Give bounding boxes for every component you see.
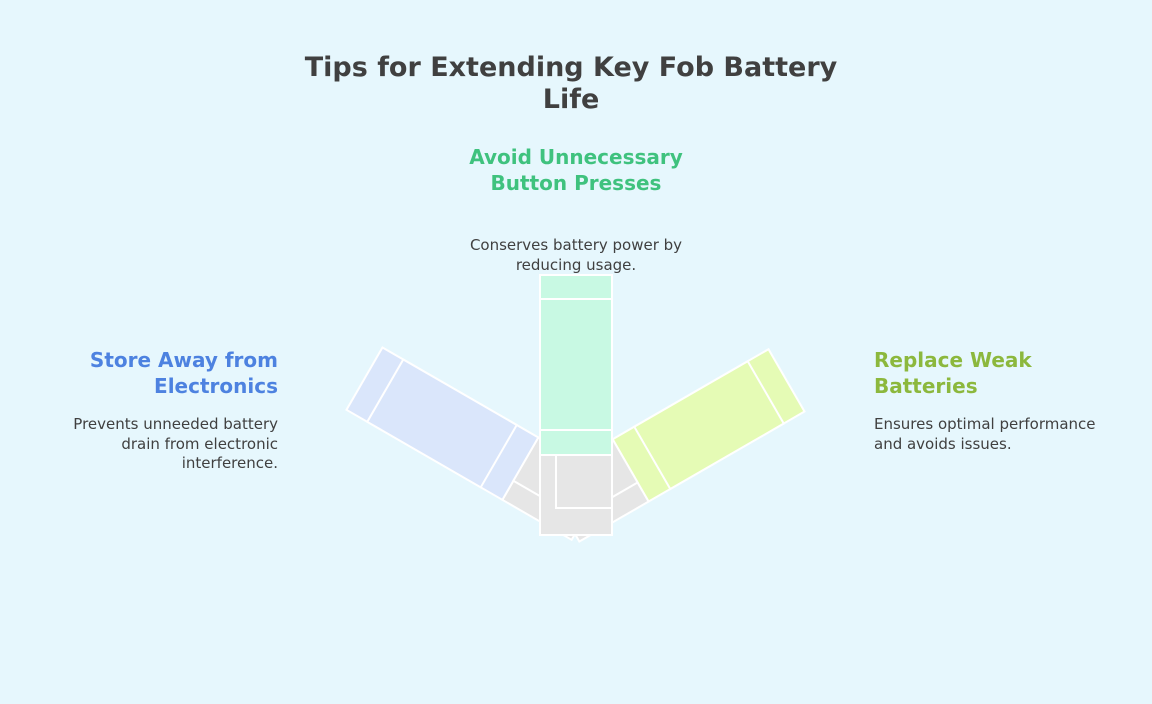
avoid-tip-heading: Avoid Unnecessary Button Presses: [469, 145, 683, 195]
avoid-blade: [539, 274, 613, 536]
store-tip-description: Prevents unneeded battery drain from ele…: [73, 415, 278, 472]
replace-tip-heading: Replace Weak Batteries: [874, 348, 1032, 398]
replace-tip-description: Ensures optimal performance and avoids i…: [874, 415, 1096, 453]
store-tip-heading: Store Away from Electronics: [89, 348, 278, 398]
replace-blade-inner: [632, 359, 786, 491]
diagram-title: Tips for Extending Key Fob Battery Life: [304, 52, 838, 115]
avoid-blade-outer: [539, 274, 613, 456]
avoid-tip-description: Conserves battery power by reducing usag…: [469, 236, 683, 274]
avoid-blade-grey-inner: [555, 454, 613, 509]
store-blade-inner: [365, 358, 519, 489]
